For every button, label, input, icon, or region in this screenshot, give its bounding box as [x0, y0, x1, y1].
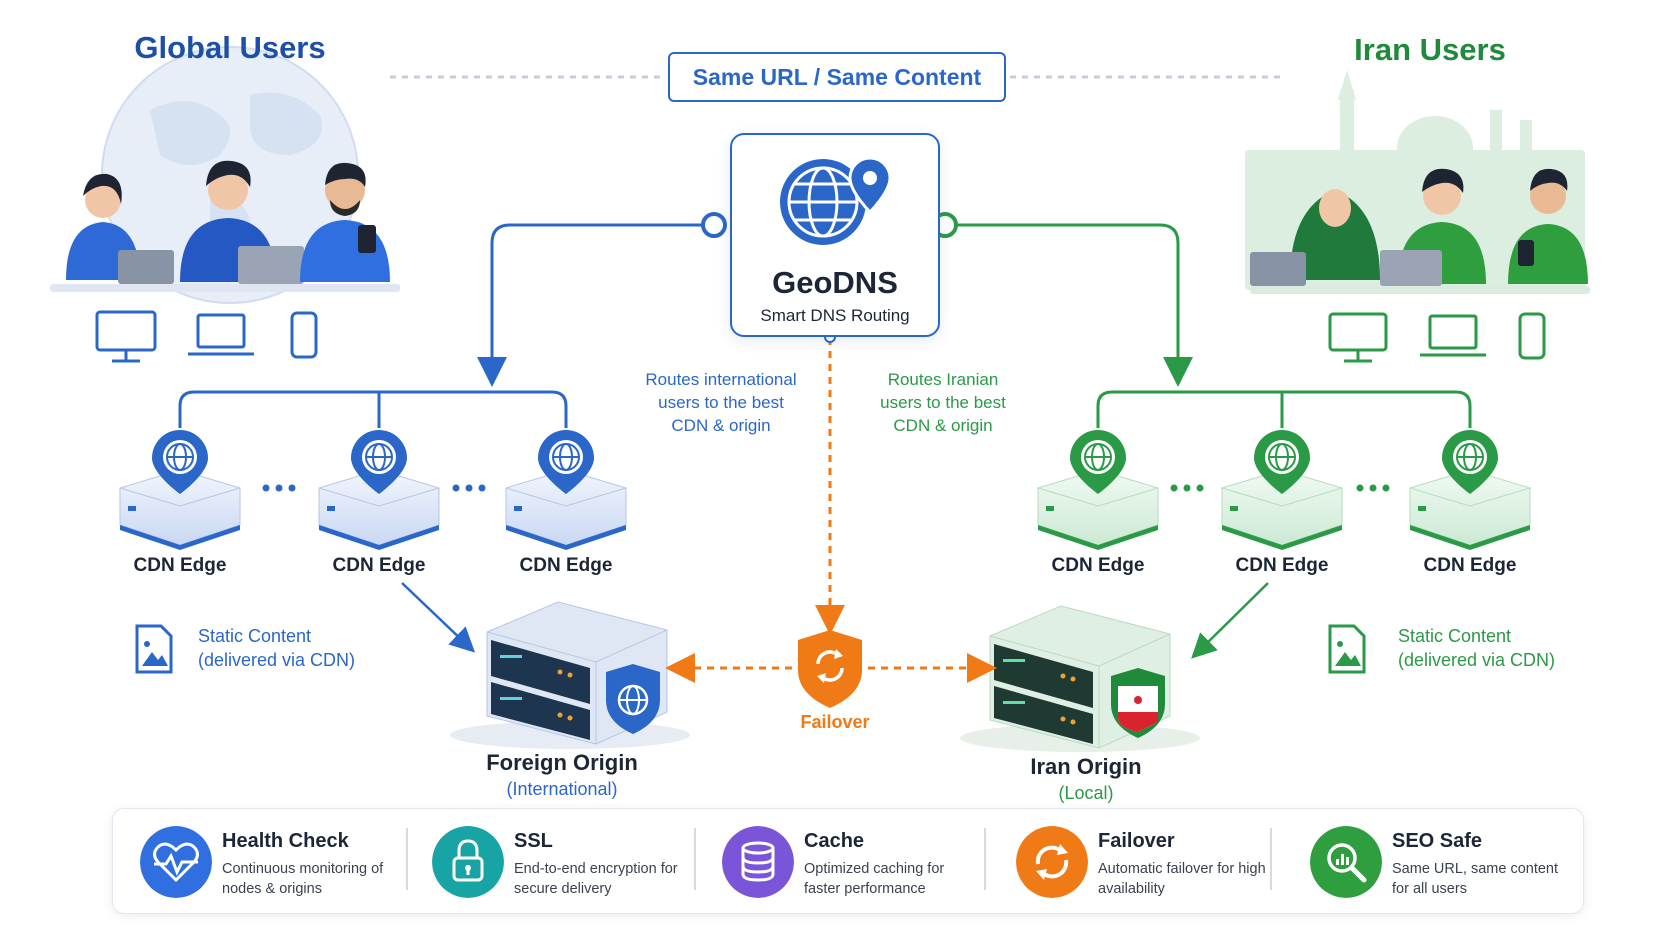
geodns-to-iran-line: [945, 223, 1193, 387]
feature-title: SEO Safe: [1392, 830, 1483, 852]
feature-title: SSL: [514, 830, 553, 852]
iran-origin-subtitle: (Local): [1058, 783, 1114, 803]
cdn-edge-blue-2: [318, 430, 440, 550]
feature-desc: Continuous monitoring of nodes & origins: [222, 861, 384, 897]
laptop-icon: [1428, 314, 1478, 350]
cdn-edge-green-1: [1037, 430, 1159, 550]
static-content-note-global: Static Content (delivered via CDN): [198, 626, 356, 670]
database-icon: [722, 826, 794, 898]
cdn-edge-label: CDN Edge: [332, 555, 426, 576]
heartbeat-icon: [140, 826, 212, 898]
ellipsis-green: [1170, 484, 1390, 492]
feature-divider: [406, 828, 408, 890]
cdn-edge-blue-3: [505, 430, 627, 550]
refresh-icon: [1016, 826, 1088, 898]
iran-devices: [1328, 312, 1546, 363]
global-users-title: Global Users: [134, 30, 326, 65]
cdn-to-iran-arrow: [1191, 582, 1269, 659]
cdn-edge-label: CDN Edge: [519, 555, 613, 576]
geodns-subtitle: Smart DNS Routing: [760, 306, 910, 325]
monitor-icon: [95, 310, 157, 352]
failover-label: Failover: [800, 712, 870, 732]
route-iranian-note: Routes Iranian users to the best CDN & o…: [880, 370, 1006, 435]
foreign-origin-title: Foreign Origin: [486, 750, 638, 775]
iran-users-title: Iran Users: [1354, 32, 1506, 67]
cdn-to-foreign-arrow: [401, 582, 476, 653]
iran-origin-title: Iran Origin: [1030, 754, 1142, 779]
feature-divider: [984, 828, 986, 890]
static-content-icon-blue: [135, 624, 173, 674]
laptop-icon: [196, 313, 246, 349]
feature-desc: End-to-end encryption for secure deliver…: [514, 861, 678, 897]
static-content-note-iran: Static Content (delivered via CDN): [1398, 626, 1556, 670]
iran-users-illustration: [1245, 70, 1590, 294]
static-content-icon-green: [1328, 624, 1366, 674]
cdn-edge-label: CDN Edge: [1423, 555, 1517, 576]
phone-icon: [1518, 312, 1546, 360]
feature-title: Failover: [1098, 830, 1175, 852]
feature-desc: Same URL, same content for all users: [1392, 861, 1559, 897]
geodns-icon-overlay: [780, 156, 892, 245]
cdn-edge-label: CDN Edge: [133, 555, 227, 576]
feature-desc: Optimized caching for faster performance: [804, 861, 945, 897]
feature-title: Cache: [804, 830, 865, 852]
foreign-origin-server: [450, 601, 690, 749]
same-url-banner: Same URL / Same Content: [668, 52, 1006, 102]
cdn-edge-blue-1: [119, 430, 241, 550]
cdn-edge-green-2: [1221, 430, 1343, 550]
phone-icon: [290, 311, 318, 359]
cdn-edge-label: CDN Edge: [1235, 555, 1329, 576]
route-international-note: Routes international users to the best C…: [645, 370, 797, 435]
feature-divider: [694, 828, 696, 890]
cdn-edge-green-3: [1409, 430, 1531, 550]
feature-title: Health Check: [222, 830, 349, 852]
monitor-icon: [1328, 312, 1388, 352]
feature-divider: [1270, 828, 1272, 890]
feature-desc: Automatic failover for high availability: [1098, 861, 1266, 897]
global-users-illustration: [50, 46, 400, 304]
failover-shield-icon: [798, 630, 862, 708]
global-devices: [95, 310, 318, 363]
iran-origin-server: [960, 605, 1200, 752]
foreign-origin-subtitle: (International): [506, 779, 618, 799]
ellipsis-blue: [262, 484, 486, 492]
lock-icon: [432, 826, 504, 898]
cdn-edge-label: CDN Edge: [1051, 555, 1145, 576]
geodns-title: GeoDNS: [772, 265, 898, 300]
search-chart-icon: [1310, 826, 1382, 898]
geodns-port-left: [701, 212, 727, 238]
geodns-to-global-line: [477, 223, 714, 387]
